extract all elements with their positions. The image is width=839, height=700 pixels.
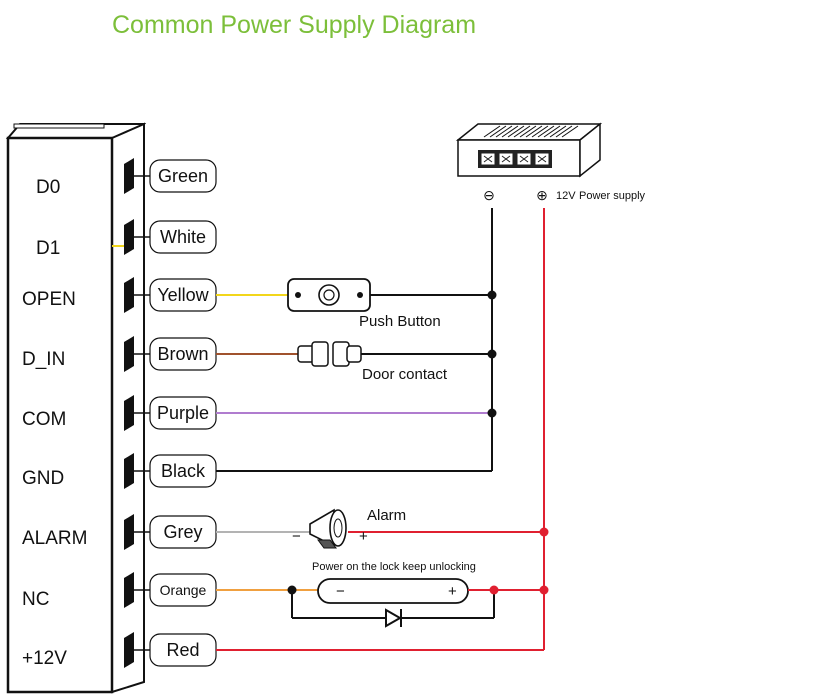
terminal-d-in-label: D_IN [22,349,65,370]
psu-plus-icon: ⊕ [536,187,548,203]
terminal-d1-label: D1 [36,238,60,259]
terminal-labels: D0 D1 OPEN D_IN COM GND ALARM NC +12V [22,177,87,669]
wire-label-black: Black [161,461,206,481]
door-contact [297,341,362,367]
alarm-plus-icon: + [359,528,368,545]
diagram-title: Common Power Supply Diagram [112,11,476,39]
wire-label-brown: Brown [157,344,208,364]
negative-rail [216,208,493,472]
terminal-open-label: OPEN [22,289,76,310]
alarm-siren [309,508,347,549]
diode-icon [385,608,403,628]
wire-label-orange: Orange [160,582,207,598]
wire-label-green: Green [158,166,208,186]
wire-label-yellow: Yellow [157,285,209,305]
wire-label-purple: Purple [157,403,209,423]
connector-blocks [124,158,134,668]
wire-label-red: Red [166,640,199,660]
wire-label-grey: Grey [163,522,202,542]
door-contact-label: Door contact [362,366,448,383]
psu-label: Power supply [579,190,646,202]
junction-dots [287,290,549,595]
terminal-d0-label: D0 [36,177,60,198]
push-button-label: Push Button [359,313,441,330]
diode-loop [291,590,495,619]
psu-voltage: 12V [556,190,576,202]
wire-labels: Green White Yellow Brown Purple Black Gr… [149,159,217,667]
positive-rail [216,208,545,651]
alarm-minus-icon: − [292,528,301,545]
lock-plus-icon: + [448,583,457,600]
terminal-alarm-label: ALARM [22,528,87,549]
lead-lines [134,175,150,651]
wire-label-white: White [160,227,206,247]
alarm-label: Alarm [367,507,406,524]
lock-note: Power on the lock keep unlocking [312,561,476,573]
terminal-gnd-label: GND [22,468,64,489]
terminal-12v-label: +12V [22,648,67,669]
terminal-nc-label: NC [22,589,49,610]
controller-device [5,122,147,694]
push-button [287,278,371,312]
terminal-com-label: COM [22,409,66,430]
power-supply: ⊖ ⊕ 12V Power supply [455,122,646,203]
psu-minus-icon: ⊖ [483,187,495,203]
lock-minus-icon: − [336,583,345,600]
